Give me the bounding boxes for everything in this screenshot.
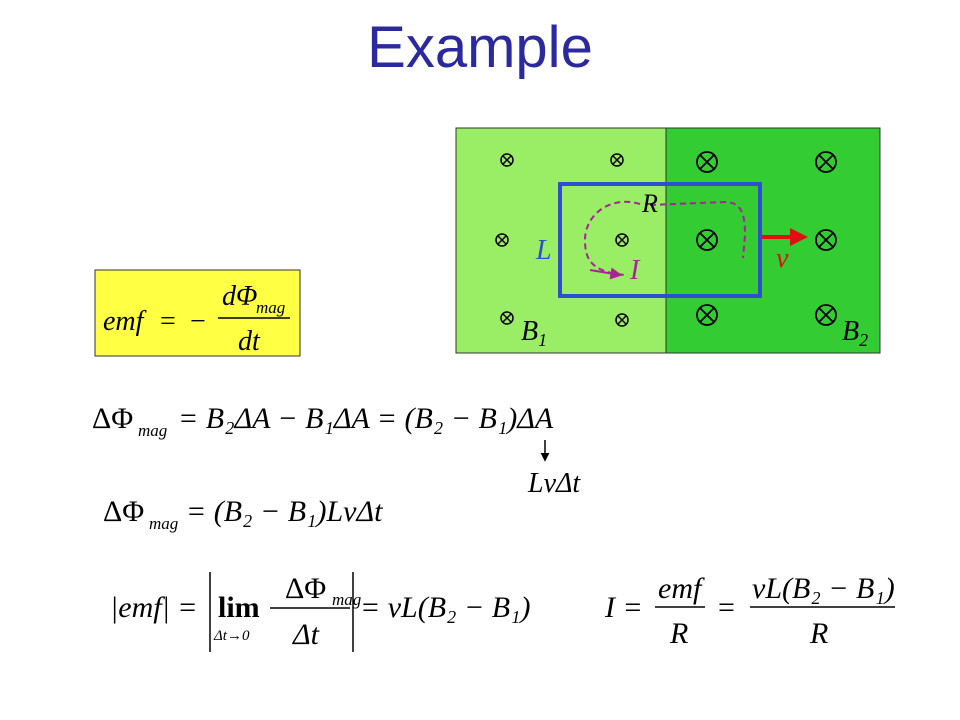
svg-text:dΦ: dΦ — [222, 281, 257, 312]
svg-text:= vL(B₂ − B₁): = vL(B₂ − B₁) — [360, 591, 530, 624]
current-label: I — [629, 255, 641, 286]
svg-text:mag: mag — [332, 590, 361, 609]
svg-text:R: R — [809, 617, 828, 650]
resistance-label: R — [641, 189, 658, 218]
field-into-page-icon — [815, 229, 837, 251]
svg-text:= B₂ΔA − B₁ΔA = (B₂ − B₁)ΔA: = B₂ΔA − B₁ΔA = (B₂ − B₁)ΔA — [178, 402, 554, 435]
field-into-page-icon — [696, 151, 718, 173]
svg-text:|emf| =: |emf| = — [110, 591, 198, 624]
slide-title: Example — [367, 15, 593, 80]
svg-text:= (B₂ − B₁)LvΔt: = (B₂ − B₁)LvΔt — [186, 495, 383, 528]
svg-text:Δt: Δt — [292, 618, 320, 651]
svg-text:vL(B₂ − B₁): vL(B₂ − B₁) — [752, 572, 895, 605]
svg-text:ΔΦ: ΔΦ — [285, 572, 326, 605]
svg-text:=: = — [718, 591, 735, 624]
field-symbols-b2 — [696, 151, 837, 326]
field-into-page-icon — [495, 233, 509, 247]
length-label: L — [535, 235, 552, 266]
field-into-page-icon — [615, 313, 629, 327]
svg-text:emf: emf — [103, 306, 147, 337]
field-b1-label: B1 — [521, 316, 547, 350]
velocity-arrow-head — [790, 228, 808, 246]
svg-text:=: = — [160, 306, 176, 337]
svg-text:R: R — [669, 617, 688, 650]
svg-text:mag: mag — [149, 514, 178, 533]
svg-text:ΔΦ: ΔΦ — [92, 402, 133, 435]
field-region-b2 — [665, 127, 881, 354]
field-into-page-icon — [696, 304, 718, 326]
emf-magnitude-equation: |emf| = lim Δt→0 ΔΦ mag Δt = vL(B₂ − B₁) — [110, 572, 530, 652]
delta-flux-result: ΔΦ mag = (B₂ − B₁)LvΔt — [103, 495, 383, 533]
svg-text:dt: dt — [238, 326, 261, 357]
conducting-loop — [558, 182, 762, 298]
field-into-page-icon — [615, 233, 629, 247]
svg-text:I =: I = — [604, 591, 643, 624]
field-into-page-icon — [500, 153, 514, 167]
emf-definition-formula: emf = − dΦ mag dt — [103, 281, 290, 357]
substitution-text: LvΔt — [527, 468, 581, 499]
current-arrow-head — [589, 267, 623, 280]
current-path — [583, 200, 747, 276]
svg-text:emf: emf — [658, 572, 705, 605]
field-into-page-icon — [696, 229, 718, 251]
field-symbols-b1 — [495, 153, 629, 327]
svg-text:mag: mag — [138, 421, 167, 440]
svg-text:−: − — [190, 306, 206, 337]
svg-text:Δt→0: Δt→0 — [213, 628, 250, 644]
field-into-page-icon — [815, 151, 837, 173]
field-b2-label: B2 — [842, 316, 868, 350]
field-into-page-icon — [610, 153, 624, 167]
emf-definition-box — [94, 269, 301, 357]
svg-text:lim: lim — [218, 591, 260, 624]
field-into-page-icon — [815, 304, 837, 326]
svg-text:mag: mag — [256, 298, 285, 317]
svg-text:ΔΦ: ΔΦ — [103, 495, 144, 528]
current-equation: I = emf R = vL(B₂ − B₁) R — [604, 572, 895, 650]
field-into-page-icon — [500, 311, 514, 325]
velocity-label: v — [776, 243, 789, 274]
delta-flux-equation: ΔΦ mag = B₂ΔA − B₁ΔA = (B₂ − B₁)ΔA — [92, 402, 554, 440]
